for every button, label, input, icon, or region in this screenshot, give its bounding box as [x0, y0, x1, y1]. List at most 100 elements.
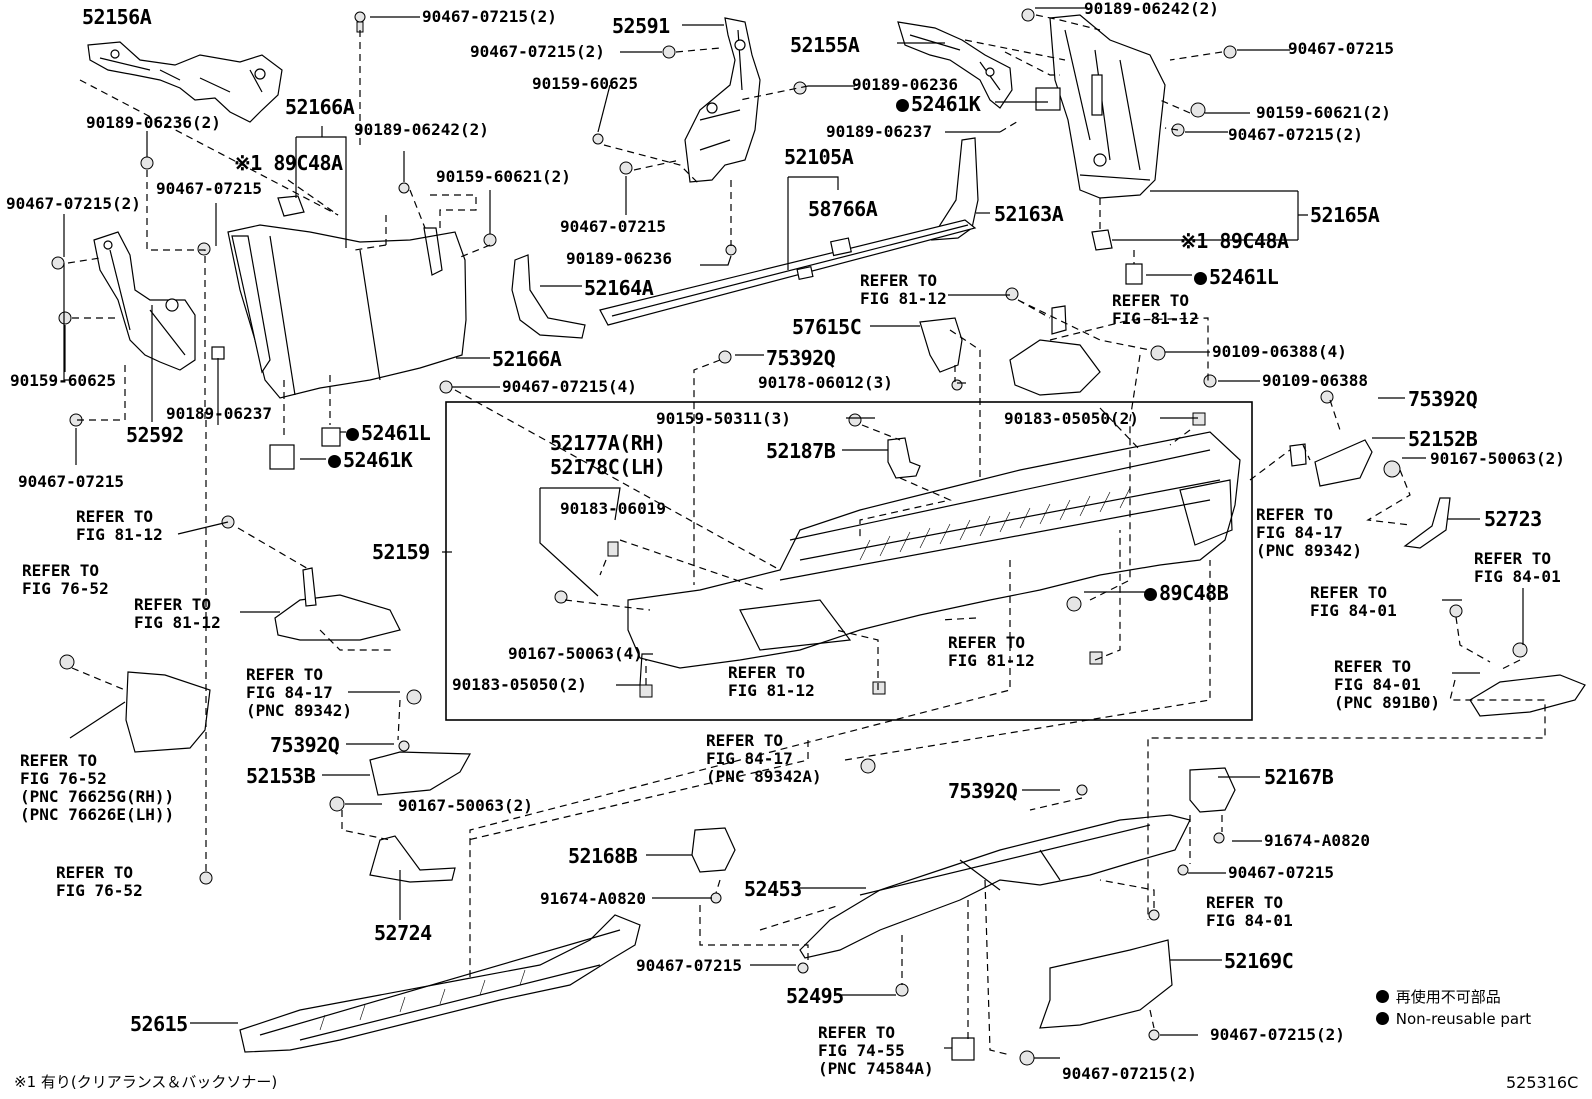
label-52724: 52724 [374, 921, 432, 945]
label-90183-05050-2-t: 90183-05050(2) [1004, 409, 1139, 428]
label-90467-07215-2-bb: 90467-07215(2) [1062, 1064, 1197, 1083]
label-90159-60625-a: 90159-60625 [532, 74, 638, 93]
label-90189-06242-2-r: 90189-06242(2) [1084, 0, 1219, 18]
part-52165a-bracket [1049, 14, 1166, 199]
part-fig74-55-pad [951, 1037, 975, 1061]
label-90467-07215-r: 90467-07215 [1288, 39, 1394, 58]
nonreusable-dot [1194, 272, 1207, 285]
part-52724-strip [369, 835, 456, 883]
label-52178c: 52178C(LH) [550, 455, 666, 479]
part-89c48a-sensor-l [277, 195, 305, 217]
label-89c48b: 89C48B [1144, 582, 1229, 604]
label-52723: 52723 [1484, 507, 1542, 531]
nonreusable-dot [1144, 588, 1157, 601]
label-52153b: 52153B [246, 764, 316, 788]
label-52163a: 52163A [994, 202, 1064, 226]
label-52453: 52453 [744, 877, 802, 901]
label-90467-07215-4: 90467-07215(4) [502, 377, 637, 396]
part-52591-bracket [684, 17, 761, 183]
label-90467-07215-2-br: 90467-07215(2) [1210, 1025, 1345, 1044]
label-75392q-c: 75392Q [270, 733, 340, 757]
label-52169c: 52169C [1224, 949, 1294, 973]
label-52159: 52159 [372, 540, 430, 564]
part-52453-lower-cover [799, 814, 1191, 959]
label-52152b: 52152B [1408, 427, 1478, 451]
legend-jp: 再使用不可部品 [1376, 986, 1501, 1007]
label-52495: 52495 [786, 984, 844, 1008]
label-90189-06237-l: 90189-06237 [166, 404, 272, 423]
part-52152b-reflector [1314, 439, 1373, 487]
legend-en: Non-reusable part [1376, 1010, 1531, 1028]
part-89c48a-sensor-r [1091, 229, 1113, 251]
part-891b0-lamp [1469, 674, 1586, 717]
label-75392q-d: 75392Q [948, 779, 1018, 803]
part-fig81-12-lamp-l [274, 594, 401, 641]
label-75392q-a: 75392Q [766, 346, 836, 370]
label-52164a: 52164A [584, 276, 654, 300]
part-52461l-pad-r [1125, 263, 1143, 285]
label-52166a-r: 52166A [492, 347, 562, 371]
label-90178-06012-3: 90178-06012(3) [758, 373, 893, 392]
part-52169c-cover [1039, 939, 1173, 1029]
label-90467-07215-b: 90467-07215 [18, 472, 124, 491]
part-52592-bracket [93, 231, 196, 371]
part-52187b-bracket [887, 437, 921, 479]
label-89c48a-l: ※1 89C48A [234, 151, 343, 175]
label-52615: 52615 [130, 1012, 188, 1036]
leader-lines [63, 7, 1524, 1059]
label-90159-60621-2-l: 90159-60621(2) [436, 167, 571, 186]
label-52592: 52592 [126, 423, 184, 447]
part-52167b-bracket [1189, 767, 1236, 813]
label-90467-07215-m: 90467-07215 [1228, 863, 1334, 882]
part-52163a-garnish [930, 137, 979, 241]
label-52155a: 52155A [790, 33, 860, 57]
label-52166a-top: 52166A [285, 95, 355, 119]
label-52187b: 52187B [766, 439, 836, 463]
part-fig81-12-lamp-r [1009, 339, 1101, 396]
part-89342-sensor [1289, 443, 1307, 467]
label-90467-07215-2-b: 90467-07215(2) [470, 42, 605, 61]
part-52461l-pad-l [321, 427, 341, 447]
figure-code: 525316C [1506, 1073, 1579, 1092]
label-90189-06236-b: 90189-06236 [852, 75, 958, 94]
part-52164a-garnish [511, 254, 586, 339]
label-90159-60625-b: 90159-60625 [10, 371, 116, 390]
part-52461k-pad-r [1035, 87, 1061, 111]
label-90167-50063-2-r: 90167-50063(2) [1430, 449, 1565, 468]
label-90189-06242-2-l: 90189-06242(2) [354, 120, 489, 139]
nonreusable-dot [346, 428, 359, 441]
label-52591: 52591 [612, 14, 670, 38]
label-90109-06388: 90109-06388 [1262, 371, 1368, 390]
part-52156a-bracket [87, 41, 283, 123]
legend-dot-icon [1376, 1012, 1389, 1025]
label-90159-50311-3: 90159-50311(3) [656, 409, 791, 428]
legend-dot-icon [1376, 990, 1389, 1003]
label-90183-06019: 90183-06019 [560, 499, 666, 518]
label-52461l-l: 52461L [346, 422, 431, 444]
label-75392q-b: 75392Q [1408, 387, 1478, 411]
label-90467-07215-c: 90467-07215 [560, 217, 666, 236]
label-90189-06236-c: 90189-06236 [566, 249, 672, 268]
label-91674-a0820-r: 91674-A0820 [1264, 831, 1370, 850]
part-fig76-52-mudguard [125, 671, 211, 753]
label-57615c: 57615C [792, 315, 862, 339]
label-90189-06236-2: 90189-06236(2) [86, 113, 221, 132]
label-52177a: 52177A(RH) [550, 431, 666, 455]
label-90467-07215-bl: 90467-07215 [636, 956, 742, 975]
dashed-leader-lines [67, 14, 1546, 1056]
label-52105a: 52105A [784, 145, 854, 169]
label-52156a: 52156A [82, 5, 152, 29]
